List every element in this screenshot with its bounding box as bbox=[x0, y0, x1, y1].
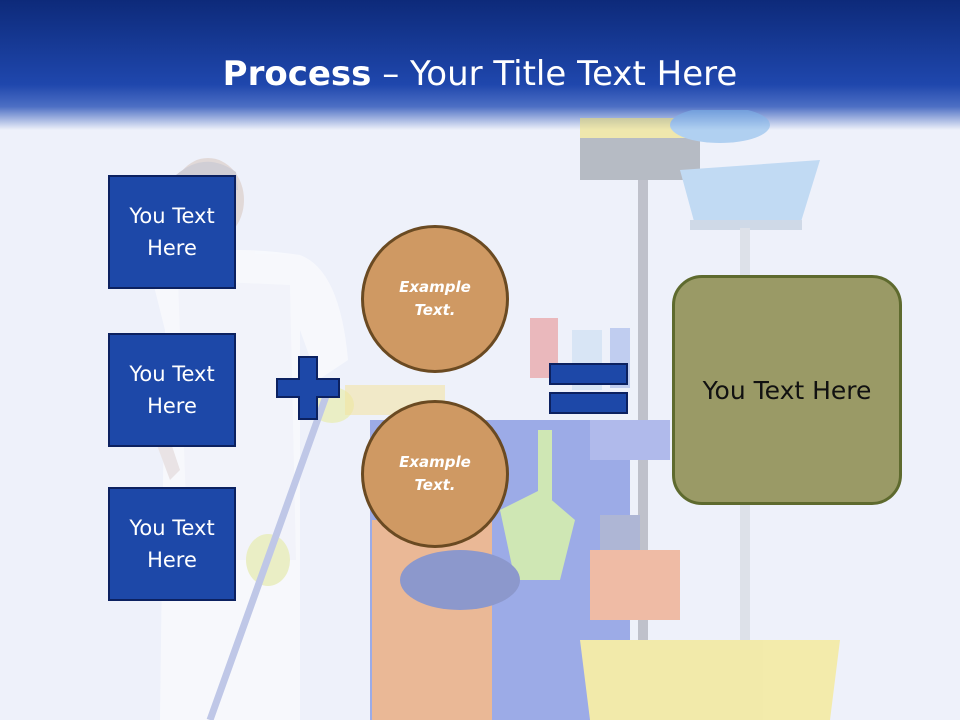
text-box-1[interactable]: You Text Here bbox=[108, 175, 236, 289]
example-circle-1[interactable]: Example Text. bbox=[361, 225, 509, 373]
result-box[interactable]: You Text Here bbox=[672, 275, 902, 505]
title-bar bbox=[0, 0, 960, 130]
result-box-label: You Text Here bbox=[702, 375, 872, 405]
title-bold: Process bbox=[222, 54, 372, 94]
slide-title: Process – Your Title Text Here bbox=[0, 52, 960, 96]
example-circle-1-label: Example Text. bbox=[399, 278, 471, 319]
example-circle-2-label: Example Text. bbox=[399, 453, 471, 494]
text-box-2-label: You Text Here bbox=[129, 362, 215, 418]
equals-icon bbox=[549, 363, 628, 414]
text-box-3-label: You Text Here bbox=[129, 516, 215, 572]
text-box-1-label: You Text Here bbox=[129, 204, 215, 260]
title-rest: Your Title Text Here bbox=[410, 54, 738, 94]
cleaning-background-image bbox=[140, 110, 840, 720]
text-box-2[interactable]: You Text Here bbox=[108, 333, 236, 447]
text-box-3[interactable]: You Text Here bbox=[108, 487, 236, 601]
example-circle-2[interactable]: Example Text. bbox=[361, 400, 509, 548]
title-dash: – bbox=[371, 54, 411, 94]
plus-icon bbox=[276, 356, 340, 420]
